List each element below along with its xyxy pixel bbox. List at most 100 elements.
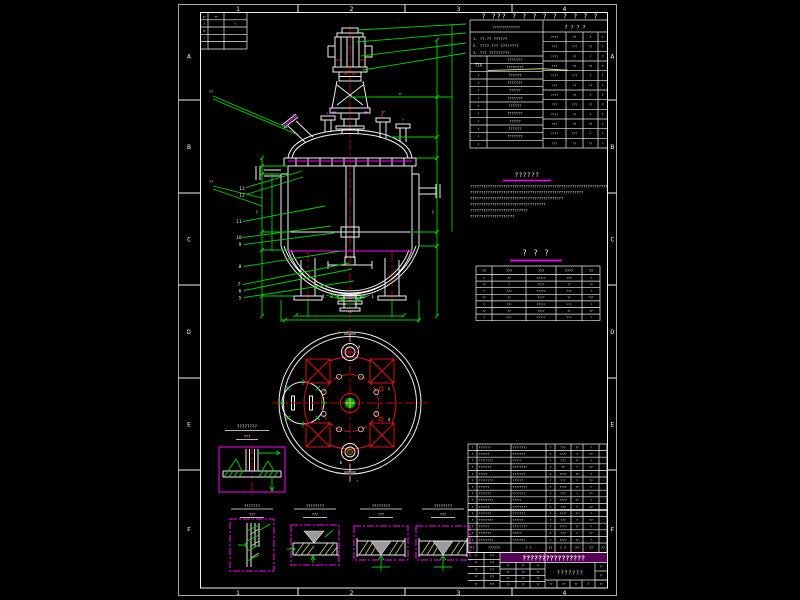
- detail-nozzle-weld: ???????? ???: [218, 424, 286, 495]
- table-cell: ?: [602, 93, 604, 97]
- pipe-table: ? ? ????????????????????????????????????…: [475, 249, 601, 322]
- bom-cell: ????????: [479, 518, 494, 522]
- title-small-cell: ??: [521, 576, 525, 580]
- plan-label: c: [388, 386, 391, 391]
- bom-cell: ????????: [513, 505, 528, 509]
- table-cell: ??: [573, 112, 577, 116]
- hub-circle: [340, 393, 360, 413]
- detail-hatch-dims: [223, 450, 282, 493]
- general-note: 1. ??-?? ??????: [473, 36, 507, 41]
- gasket-lines: [288, 160, 412, 252]
- table-cell: ?: [602, 103, 604, 107]
- zone-bottom-label: 3: [457, 589, 461, 597]
- title-small-cell: ??: [536, 582, 540, 586]
- bom-cell: ???: [560, 492, 566, 496]
- pipe-cell: ??: [507, 276, 511, 280]
- bom-cell: ?: [550, 472, 552, 476]
- table-cell: ???: [552, 45, 558, 49]
- table-cell: ??: [573, 54, 577, 58]
- bom-cell: ?: [550, 505, 552, 509]
- detail-subtitle: ???: [312, 513, 318, 517]
- table-cell: ????: [551, 112, 558, 116]
- table-cell: ?: [602, 64, 604, 68]
- zone-left-label: C: [187, 235, 191, 243]
- bom-cell: ??: [575, 498, 579, 502]
- bom-cell: ?: [590, 459, 592, 463]
- pipe-cell: ??: [482, 283, 486, 287]
- balloon-number: 12: [239, 193, 245, 199]
- bottom-nozzle-plan: [341, 443, 359, 461]
- bom-cell: ????????: [479, 459, 494, 463]
- section-marks: [344, 333, 356, 482]
- bom-header: ??: [589, 546, 593, 550]
- bom-cell: ?: [550, 525, 552, 529]
- bom-cell: ?: [576, 478, 578, 482]
- bom-cell: ????: [559, 498, 566, 502]
- bom-cell: ????????: [513, 525, 528, 529]
- zone-right-label: C: [610, 235, 614, 243]
- nozzle-mark: ?: [402, 118, 404, 122]
- zone-bottom-label: 1: [236, 589, 240, 597]
- table-cell: ??: [573, 64, 577, 68]
- bom-cell: ?????: [513, 498, 522, 502]
- table-cell: ????: [551, 35, 558, 39]
- bom-cell: ???????: [513, 472, 526, 476]
- table-cell: ?: [478, 104, 480, 108]
- pipe-cell: ?????: [536, 289, 545, 293]
- bom-cell: ?: [590, 525, 592, 529]
- plan-label: b: [340, 460, 343, 465]
- title-banner-text: ????????????????: [522, 555, 585, 563]
- balloon-mark: ??: [209, 180, 213, 184]
- bolt-hole: [320, 389, 327, 395]
- table-cell: ????????: [508, 58, 523, 62]
- table-cell: ??: [573, 93, 577, 97]
- title-small-cell: ??: [506, 564, 510, 568]
- pipe-cell: ????: [537, 283, 544, 287]
- tech-line: ????????????????????: [470, 215, 514, 219]
- bom-cell: ?: [590, 472, 592, 476]
- table-cell: ?: [478, 142, 480, 146]
- pipe-cell: ???: [566, 276, 572, 280]
- plan-view: a b c d ? ?: [272, 328, 428, 483]
- title-small-cell: ??: [474, 561, 478, 565]
- bom-table: ????????? ???? ?????????????????????????…: [467, 443, 608, 553]
- pipe-header: ??: [589, 269, 593, 273]
- bom-cell: ??????: [479, 452, 490, 456]
- pipe-cell: ???: [506, 302, 512, 306]
- table-cell: ???: [552, 64, 558, 68]
- pipe-cell: ?: [590, 276, 592, 280]
- bom-cell: ?: [590, 485, 592, 489]
- title-small-cell: ??: [536, 576, 540, 580]
- tech-line: ????????????????????????????????????????…: [470, 185, 608, 189]
- pipe-header: ????: [565, 269, 573, 273]
- bom-cell: ???: [560, 478, 566, 482]
- zone-left-label: B: [187, 143, 191, 151]
- table-cell: ???: [552, 122, 558, 126]
- sheet-frame: [178, 4, 617, 596]
- bom-cell: ????????: [513, 485, 528, 489]
- balloon-number: 11: [236, 219, 242, 225]
- bom-cell: ?: [472, 445, 474, 449]
- nozzle-mark: ??: [381, 110, 385, 114]
- title-small-cell: ??: [506, 576, 510, 580]
- zone-left-label: E: [187, 420, 191, 428]
- nozzle-mark: ?: [326, 112, 328, 116]
- title-banner-bg: [500, 553, 607, 563]
- motor-drive-outline: [327, 27, 373, 134]
- bom-cell: ???????: [479, 465, 492, 469]
- bom-cell: ???????: [513, 492, 526, 496]
- bom-cell: ??: [589, 452, 593, 456]
- part-code-row: ? ??? ? ? ? ? ? ? ? ? ?: [481, 13, 598, 21]
- bom-cell: ?????: [479, 472, 488, 476]
- zone-top-label: 1: [236, 5, 240, 13]
- table-cell: ?: [590, 112, 592, 116]
- tig-label: TIG: [475, 63, 483, 68]
- bom-cell: ????: [559, 538, 566, 542]
- pipe-cell: ??: [482, 296, 486, 300]
- bom-cell: ????????: [513, 445, 528, 449]
- bom-cell: ??: [575, 445, 579, 449]
- zone-right-label: B: [610, 143, 614, 151]
- table-cell: ?: [478, 89, 480, 93]
